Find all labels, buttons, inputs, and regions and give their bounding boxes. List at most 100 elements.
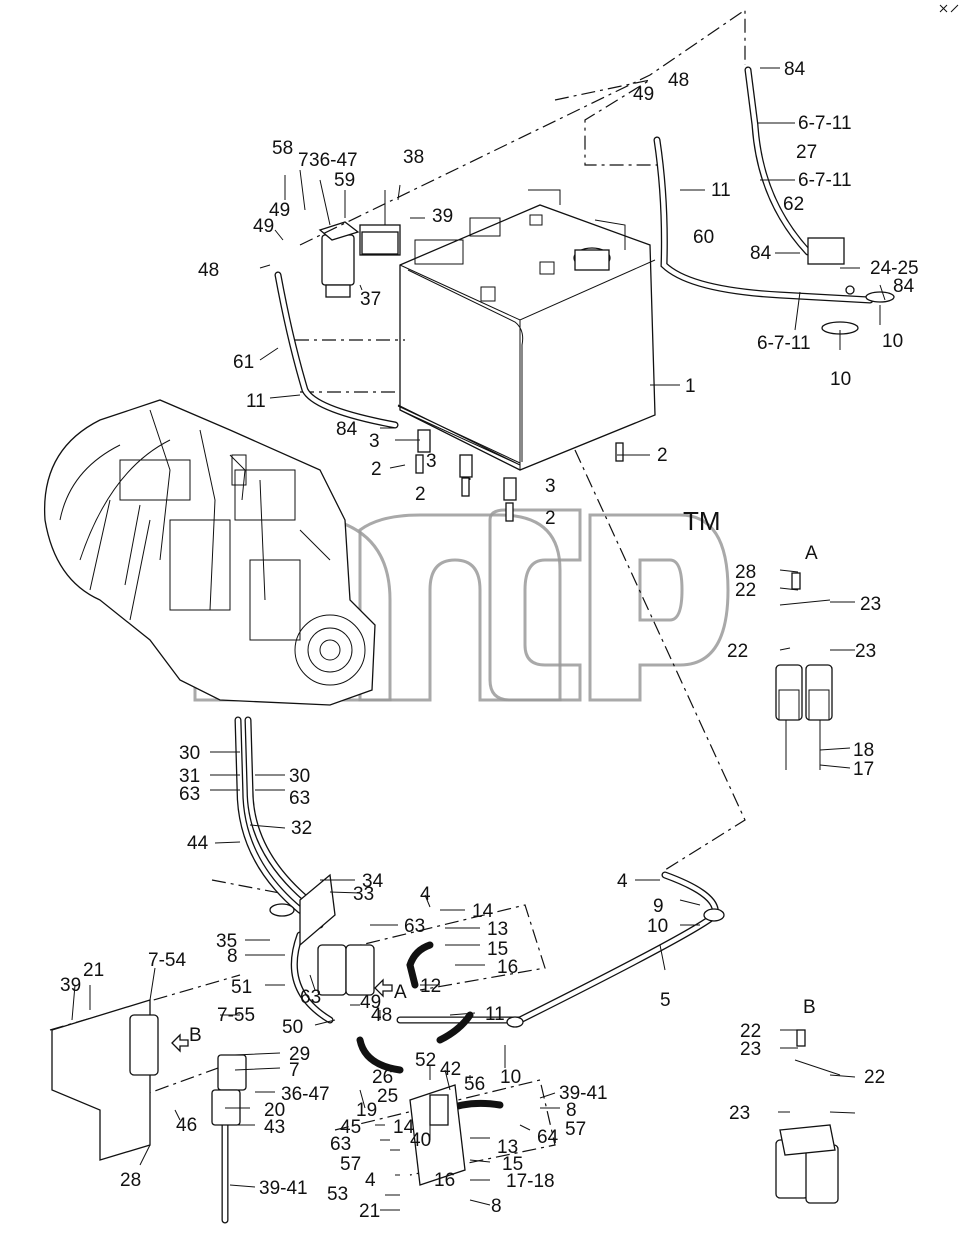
callout: 84 <box>750 243 772 264</box>
view-arrow-b-label: B <box>189 1025 202 1046</box>
callout: 39-41 <box>559 1083 608 1104</box>
callout: 3 <box>426 451 437 472</box>
callout: 10 <box>882 331 903 352</box>
callout: 8 <box>491 1196 502 1217</box>
callout: 29 <box>289 1044 310 1065</box>
callout: 7 <box>289 1060 300 1081</box>
callout: 28 <box>120 1170 141 1191</box>
callout: 8 <box>566 1100 577 1121</box>
callout: 3 <box>369 431 380 452</box>
callout: 11 <box>246 391 266 412</box>
callout: 45 <box>340 1117 361 1138</box>
callout: 58 <box>272 138 293 159</box>
callout: 63 <box>330 1134 351 1155</box>
callout: 15 <box>502 1154 523 1175</box>
callout: 10 <box>830 369 851 390</box>
callout: 34 <box>362 871 384 892</box>
top-fuel-filter <box>318 221 401 298</box>
callout: 23 <box>740 1039 761 1060</box>
callout: 63 <box>300 987 321 1008</box>
callout: 18 <box>853 740 874 761</box>
callout: 25 <box>377 1086 398 1107</box>
callout: 6-7-11 <box>798 113 852 134</box>
callout: 2 <box>545 508 556 529</box>
callout: 57 <box>565 1119 586 1140</box>
callout: 48 <box>668 70 689 91</box>
callout: 6-7-11 <box>757 333 811 354</box>
callout: 39-41 <box>259 1178 308 1199</box>
callout: 62 <box>783 194 804 215</box>
callout: 16 <box>497 957 518 978</box>
detail-a-label: A <box>805 543 818 564</box>
callout: 26 <box>372 1067 393 1088</box>
callout: 33 <box>353 884 374 905</box>
callout: 49 <box>269 200 290 221</box>
callout: 39 <box>60 975 81 996</box>
callout: 27 <box>796 142 817 163</box>
callout: 43 <box>264 1117 285 1138</box>
callout: 64 <box>537 1127 559 1148</box>
callout: 38 <box>403 147 424 168</box>
callout: 23 <box>855 641 876 662</box>
callout: 49 <box>360 992 381 1013</box>
callout: 21 <box>83 960 104 981</box>
fuel-tank <box>397 189 656 471</box>
callout: 51 <box>231 977 252 998</box>
callout: 53 <box>327 1184 348 1205</box>
callout: 48 <box>198 260 219 281</box>
hose-clamps <box>269 237 895 1028</box>
callout: 59 <box>334 170 355 191</box>
callout: 63 <box>179 784 200 805</box>
callout: 2 <box>371 459 382 480</box>
callout: 30 <box>179 743 200 764</box>
callout: 23 <box>729 1103 750 1124</box>
callout: 7-54 <box>148 950 186 971</box>
callout: 50 <box>282 1017 303 1038</box>
callout: 30 <box>289 766 310 787</box>
callout: 22 <box>727 641 748 662</box>
callout: 31 <box>179 766 200 787</box>
callout: 16 <box>434 1170 455 1191</box>
callout: 36-47 <box>309 150 358 171</box>
callout: 39 <box>432 206 453 227</box>
callout: 44 <box>187 833 209 854</box>
callout: 22 <box>864 1067 885 1088</box>
callout: 6-7-11 <box>798 170 852 191</box>
callout: 60 <box>693 227 714 248</box>
callout: 63 <box>289 788 310 809</box>
callout: 12 <box>420 976 441 997</box>
callout: 13 <box>497 1137 518 1158</box>
callout: 42 <box>440 1059 461 1080</box>
callout: 4 <box>617 871 628 892</box>
callout: 28 <box>735 562 756 583</box>
callout: 20 <box>264 1100 285 1121</box>
callout: 22 <box>740 1021 761 1042</box>
detail-a <box>775 572 833 770</box>
callout: 2 <box>415 484 426 505</box>
callout: 49 <box>253 216 274 237</box>
engine-assembly <box>43 399 376 706</box>
callout: 9 <box>653 896 664 917</box>
callout: 40 <box>410 1130 431 1151</box>
callout: 13 <box>487 919 508 940</box>
callout: 4 <box>420 884 431 905</box>
leader-lines <box>71 67 886 1211</box>
callout: 11 <box>485 1004 505 1025</box>
callout: 5 <box>660 990 671 1011</box>
callout: 63 <box>404 916 425 937</box>
callout: 8 <box>227 946 238 967</box>
view-arrow-a-label: A <box>394 982 407 1003</box>
detail-b <box>775 1029 841 1204</box>
callout: 21 <box>359 1201 380 1222</box>
callout: 7-55 <box>217 1005 255 1026</box>
callout: 17 <box>853 759 874 780</box>
callout: 35 <box>216 931 237 952</box>
callout: 1 <box>685 376 696 397</box>
callout: 36-47 <box>281 1084 330 1105</box>
callout: 10 <box>647 916 668 937</box>
callout: 56 <box>464 1074 485 1095</box>
hoses <box>221 66 874 1224</box>
callout: 15 <box>487 939 508 960</box>
callout: 2 <box>657 445 668 466</box>
callout: 32 <box>291 818 312 839</box>
